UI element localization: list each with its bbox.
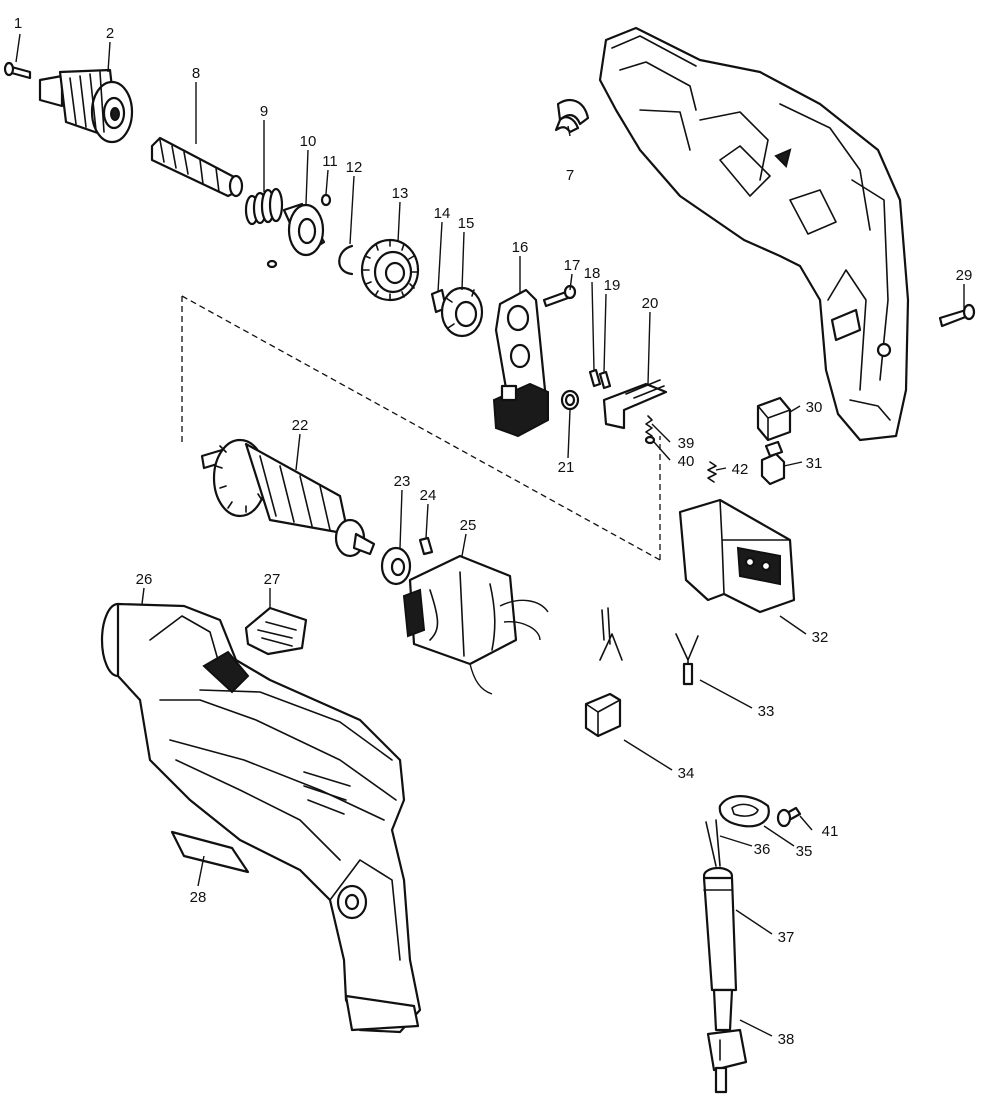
pin-part-19 xyxy=(598,370,612,390)
part-number-labels: 1 2 7 8 9 10 11 12 13 14 15 16 17 18 19 … xyxy=(14,15,973,1048)
part-label-27: 27 xyxy=(264,571,281,588)
spring-part-9 xyxy=(244,187,284,226)
screw-part-41 xyxy=(776,806,802,828)
retaining-ring-part-12 xyxy=(338,244,354,276)
switch-part-32 xyxy=(678,498,796,614)
part-label-22: 22 xyxy=(292,417,309,434)
drill-chuck-part-2 xyxy=(38,68,134,144)
part-label-12: 12 xyxy=(346,159,363,176)
ring-part-11 xyxy=(320,193,332,207)
part-label-1: 1 xyxy=(14,15,22,32)
part-label-24: 24 xyxy=(420,487,437,504)
part-label-42: 42 xyxy=(732,461,749,478)
part-label-13: 13 xyxy=(392,185,409,202)
part-label-36: 36 xyxy=(754,841,771,858)
gear-part-13 xyxy=(360,238,420,302)
pin-part-24 xyxy=(418,536,434,556)
capacitor-part-34 xyxy=(584,607,623,738)
vent-part-27 xyxy=(244,606,308,656)
screw-part-17 xyxy=(542,284,577,308)
leader-lines xyxy=(15,33,965,1037)
part-label-35: 35 xyxy=(796,843,813,860)
part-label-8: 8 xyxy=(192,65,200,82)
part-label-34: 34 xyxy=(678,765,695,782)
gear-housing-part-16 xyxy=(492,288,549,438)
screw-part-29 xyxy=(938,303,976,328)
clutch-part-15 xyxy=(440,286,484,338)
ball-part-40 xyxy=(644,435,656,445)
motor-housing-part-26 xyxy=(100,602,422,1034)
bearing-part-10 xyxy=(282,202,326,257)
part-label-29: 29 xyxy=(956,267,973,284)
part-label-20: 20 xyxy=(642,295,659,312)
part-label-37: 37 xyxy=(778,929,795,946)
switch-part-30 xyxy=(756,396,792,442)
part-label-30: 30 xyxy=(806,399,823,416)
part-label-32: 32 xyxy=(812,629,829,646)
bearing-part-23 xyxy=(380,546,412,586)
spring-part-42 xyxy=(707,461,717,483)
stator-part-25 xyxy=(402,554,549,695)
part-label-11: 11 xyxy=(322,153,338,170)
wire-part-36 xyxy=(705,819,721,867)
part-label-28: 28 xyxy=(190,889,207,906)
part-label-25: 25 xyxy=(460,517,477,534)
washer-small xyxy=(266,259,278,269)
washer-part-21 xyxy=(560,389,580,411)
part-label-17: 17 xyxy=(564,257,581,274)
part-label-41: 41 xyxy=(822,823,839,840)
part-label-9: 9 xyxy=(260,103,268,120)
part-label-40: 40 xyxy=(678,453,695,470)
bracket-part-20 xyxy=(602,379,668,430)
label-plate-part-28 xyxy=(170,830,250,874)
housing-half-right xyxy=(598,26,910,442)
part-label-23: 23 xyxy=(394,473,411,490)
assembly-line-diagonal xyxy=(181,295,661,561)
wire-part-33 xyxy=(675,633,699,686)
part-label-15: 15 xyxy=(458,215,475,232)
pin-part-18 xyxy=(588,368,602,388)
cable-clamp-part-35 xyxy=(718,795,770,828)
bracket-part-7 xyxy=(554,99,590,134)
part-label-7: 7 xyxy=(566,167,574,184)
part-label-19: 19 xyxy=(604,277,621,294)
part-label-38: 38 xyxy=(778,1031,795,1048)
part-label-39: 39 xyxy=(678,435,695,452)
screw-part-1 xyxy=(3,61,32,80)
part-label-14: 14 xyxy=(434,205,451,222)
armature-part-22 xyxy=(200,438,376,558)
part-label-26: 26 xyxy=(136,571,153,588)
power-cord-part-38 xyxy=(706,988,748,1094)
part-label-18: 18 xyxy=(584,265,601,282)
spring-part-39 xyxy=(645,415,653,437)
part-label-33: 33 xyxy=(758,703,775,720)
cable-protector-part-37 xyxy=(702,866,738,992)
part-label-31: 31 xyxy=(806,455,823,472)
part-label-10: 10 xyxy=(300,133,317,150)
part-label-16: 16 xyxy=(512,239,529,256)
lock-part-31 xyxy=(760,440,786,486)
spindle-part-8 xyxy=(150,136,244,198)
part-label-2: 2 xyxy=(106,25,114,42)
part-label-21: 21 xyxy=(558,459,575,476)
